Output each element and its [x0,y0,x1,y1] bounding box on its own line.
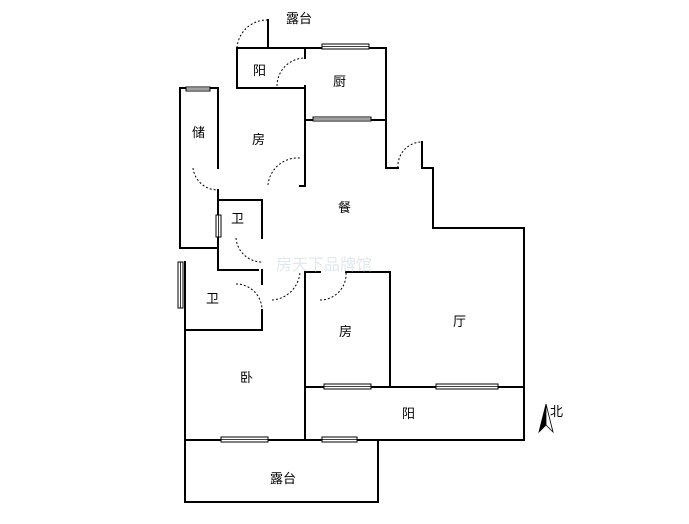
room-label-storage: 储 [192,126,205,141]
room-label-living: 厅 [453,315,466,330]
room-label-terrace-bottom: 露台 [270,472,296,487]
room-labels: 露台 阳 厨 储 房 餐 卫 卫 房 厅 卧 阳 露台 [192,12,466,487]
room-label-room-mid: 房 [339,324,352,340]
room-label-bath-upper: 卫 [231,212,244,227]
room-label-bath-lower: 卫 [206,292,219,307]
windows [177,43,499,443]
room-label-bedroom: 卧 [240,371,253,386]
room-label-kitchen: 厨 [333,75,346,90]
north-arrow-icon [538,403,547,434]
room-label-terrace-top: 露台 [286,12,312,27]
compass-north-label: 北 [550,405,563,420]
room-label-dining: 餐 [338,200,351,216]
room-label-balcony-bottom: 阳 [402,407,415,422]
watermark: 房天下品牌馆 [276,255,372,274]
doors [192,19,423,311]
room-label-room-top: 房 [252,132,265,148]
room-label-balcony-top: 阳 [253,64,266,79]
compass: 北 [538,403,563,434]
